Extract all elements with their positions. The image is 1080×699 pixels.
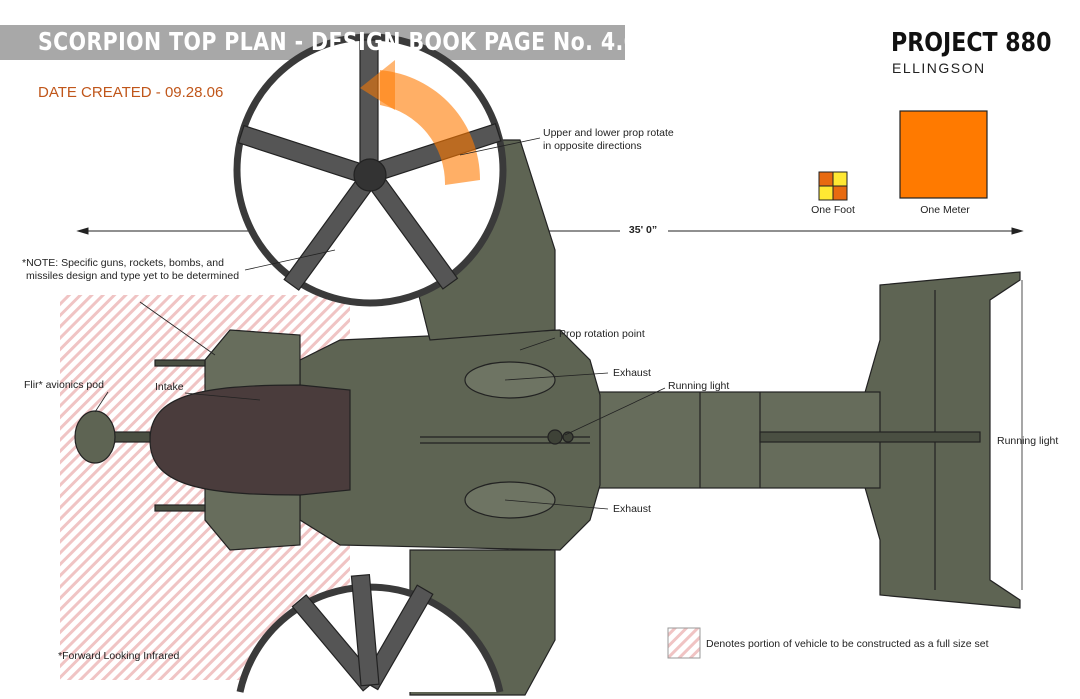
leader-lines bbox=[94, 137, 1023, 590]
prop-rotate-line2: in opposite directions bbox=[543, 139, 642, 152]
flir-footnote: *Forward Looking Infrared bbox=[58, 650, 180, 662]
exhaust-lower-label: Exhaust bbox=[613, 503, 651, 515]
prop-rotate-note: Upper and lower prop rotate in opposite … bbox=[543, 127, 674, 152]
one-foot-scale-icon bbox=[818, 171, 848, 201]
prop-rotation-point-label: Prop rotation point bbox=[559, 328, 645, 340]
flir-pod-label: Flir* avionics pod bbox=[24, 379, 104, 391]
one-foot-label: One Foot bbox=[811, 204, 855, 216]
project-name: PROJECT 880 bbox=[891, 28, 1052, 58]
hatch-legend-swatch bbox=[667, 627, 701, 659]
prop-rotate-line1: Upper and lower prop rotate bbox=[543, 127, 674, 139]
one-meter-scale-icon bbox=[899, 110, 988, 199]
running-light-tail-label: Running light bbox=[997, 435, 1059, 447]
tail-section bbox=[579, 271, 1021, 609]
dimension-label: 35' 0” bbox=[625, 224, 661, 237]
exhaust-upper-label: Exhaust bbox=[613, 367, 651, 379]
page-title: SCORPION TOP PLAN - DESIGN BOOK PAGE No.… bbox=[38, 27, 639, 56]
weapons-note: *NOTE: Specific guns, rockets, bombs, an… bbox=[22, 257, 239, 282]
hatch-legend-label: Denotes portion of vehicle to be constru… bbox=[706, 638, 989, 650]
rotation-arrow bbox=[380, 70, 481, 185]
upper-rotor bbox=[233, 33, 507, 307]
date-created: DATE CREATED - 09.28.06 bbox=[38, 84, 224, 101]
company-name: ELLINGSON bbox=[892, 60, 986, 76]
note-line1: *NOTE: Specific guns, rockets, bombs, an… bbox=[22, 257, 224, 269]
lower-rotor bbox=[236, 573, 504, 693]
note-line2: missiles design and type yet to be deter… bbox=[26, 269, 240, 282]
one-meter-label: One Meter bbox=[920, 204, 970, 216]
intake-label: Intake bbox=[155, 381, 184, 393]
running-light-center-label: Running light bbox=[668, 380, 730, 392]
